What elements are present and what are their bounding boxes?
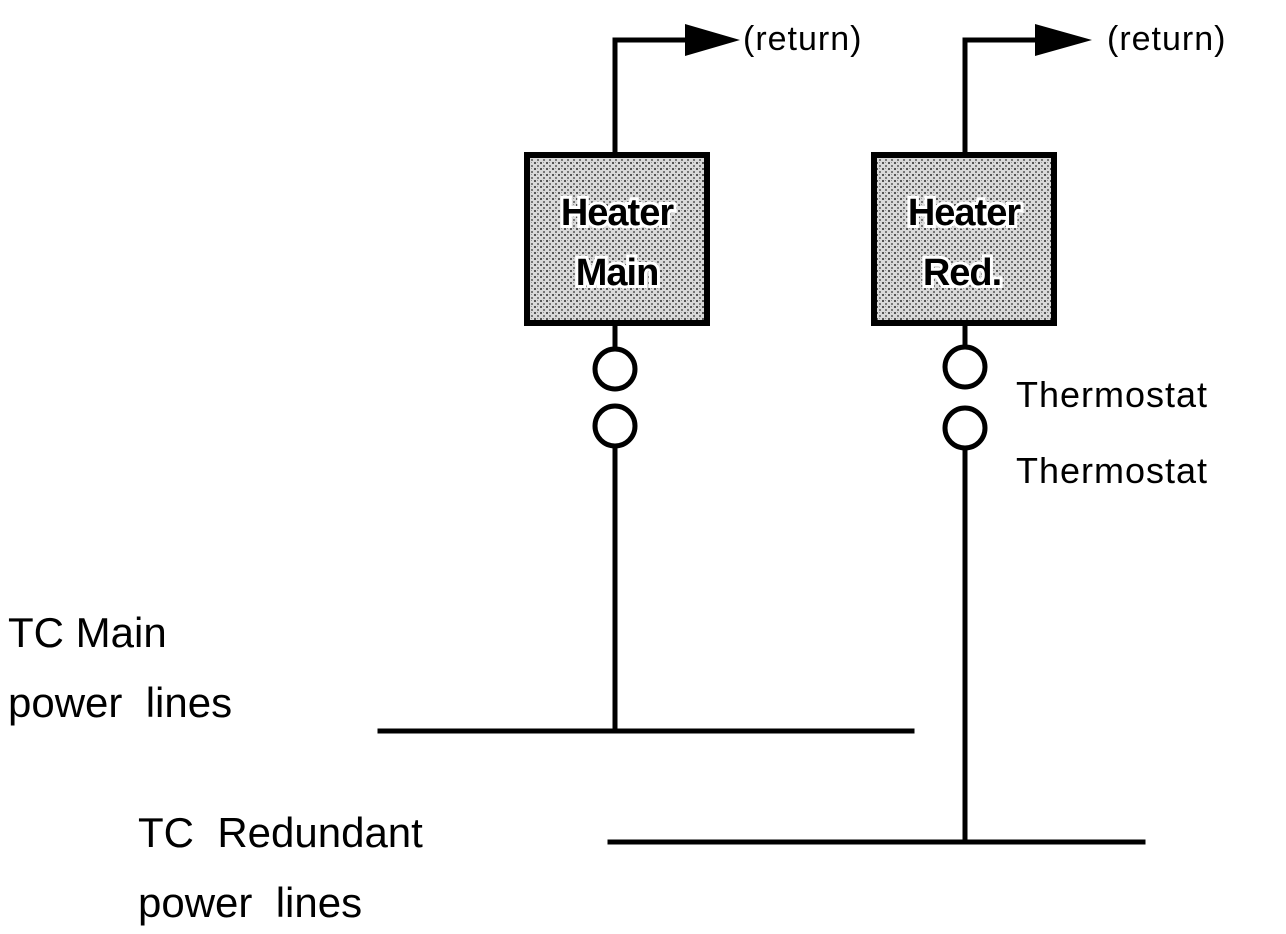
red-return-label: (return) xyxy=(1107,20,1226,58)
tc-redundant-label-line2: power lines xyxy=(138,879,362,926)
tc-redundant-label-line1: TC Redundant xyxy=(138,809,423,856)
heater-main-label-line1: Heater xyxy=(561,192,674,234)
thermostat-label-2: Thermostat xyxy=(1016,450,1208,491)
heater-red-label-line1: Heater xyxy=(908,192,1021,234)
heater-red-box xyxy=(871,152,1057,326)
heater-red-label-line2: Red. xyxy=(923,252,1001,294)
red-return-arrow xyxy=(1035,24,1092,56)
main-return-wire xyxy=(612,37,693,158)
red-thermostat-1 xyxy=(942,344,988,390)
main-thermostat-2 xyxy=(592,403,638,449)
tc-main-label-line1: TC Main xyxy=(8,609,167,656)
red-thermostat-2 xyxy=(942,405,988,451)
heater-main-box xyxy=(524,152,710,326)
tc-main-label-line2: power lines xyxy=(8,679,232,726)
power-buses: TC Main power lines TC Redundant power l… xyxy=(8,609,1146,926)
main-return-arrow xyxy=(685,24,740,56)
main-thermostat-1 xyxy=(592,346,638,392)
red-return-wire xyxy=(962,37,1043,158)
main-heater-branch: (return) Heater Main xyxy=(524,20,862,734)
heater-main-label-line2: Main xyxy=(576,252,659,294)
main-return-label: (return) xyxy=(743,20,862,58)
thermostat-label-1: Thermostat xyxy=(1016,374,1208,415)
redundant-heater-branch: (return) Heater Red. Thermostat Thermost… xyxy=(871,20,1226,845)
